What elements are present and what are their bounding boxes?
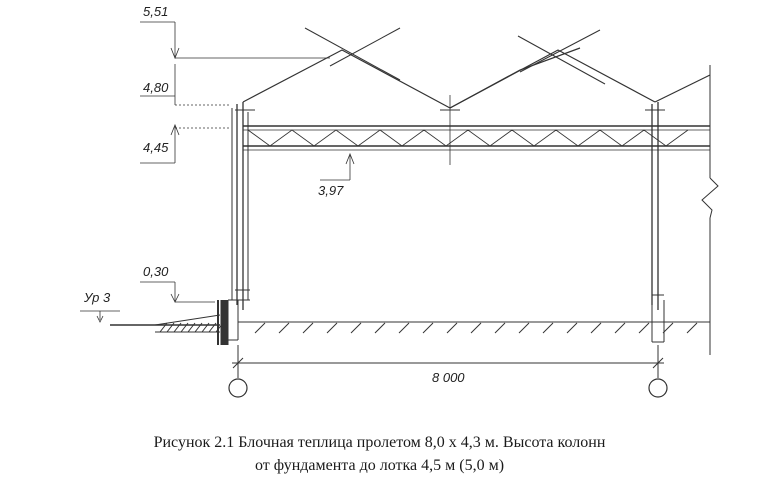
truss (243, 125, 710, 151)
ground (110, 314, 710, 334)
greenhouse-section-drawing (80, 21, 719, 398)
right-column (651, 102, 665, 343)
span-label: 8 000 (432, 370, 465, 385)
figure-caption-line-1: Рисунок 2.1 Блочная теплица пролетом 8,0… (153, 434, 606, 451)
dim-label-0-30: 0,30 (143, 264, 169, 279)
dim-label-4-80: 4,80 (143, 80, 169, 95)
level-label: Ур 3 (84, 290, 111, 305)
dim-label-5-51: 5,51 (143, 4, 169, 19)
dim-label-3-97: 3,97 (318, 183, 344, 198)
axis-marker-left (228, 378, 248, 398)
dim-label-4-45: 4,45 (143, 140, 169, 155)
dimension-lines (80, 21, 355, 323)
figure-caption-line-2: от фундамента до лотка 4,5 м (5,0 м) (254, 457, 505, 474)
span-dimension (228, 345, 668, 398)
right-wall (701, 65, 719, 355)
axis-marker-right (648, 378, 668, 398)
roof (235, 27, 711, 165)
left-column (217, 102, 250, 345)
